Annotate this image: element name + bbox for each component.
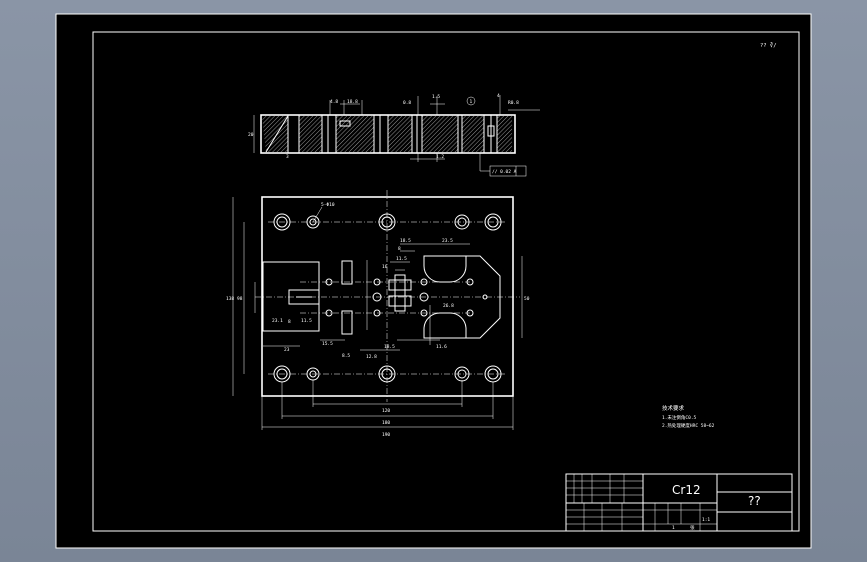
dim-18-5-b: 18.5 bbox=[384, 344, 395, 350]
notes-line-2: 2.热处理硬度HRC 58~62 bbox=[662, 422, 715, 429]
count-label: 张 bbox=[690, 524, 695, 531]
sheet-label: 1 bbox=[672, 525, 675, 531]
dim-98: 98 bbox=[237, 296, 243, 302]
dim-138: 138 bbox=[226, 296, 234, 302]
dim-8-b: 8 bbox=[288, 319, 291, 325]
dim-r0-8: R0.8 bbox=[508, 100, 519, 106]
hole-note: 5-Φ10 bbox=[321, 202, 335, 208]
part-name: ?? bbox=[748, 494, 761, 508]
dim-18-8: 18.8 bbox=[347, 99, 358, 105]
dim-1-5: 1.5 bbox=[432, 94, 440, 100]
dim-120: 120 bbox=[382, 408, 390, 414]
dim-50: 50 bbox=[524, 296, 530, 302]
dim-11-5-b: 11.5 bbox=[301, 318, 312, 324]
balloon-marker bbox=[466, 96, 476, 106]
corner-roughness-mark: ?? ∛/ bbox=[760, 41, 777, 49]
dim-26-8: 26.8 bbox=[443, 303, 454, 309]
dim-15-5: 15.5 bbox=[322, 341, 333, 347]
title-block: Cr12 ?? 1:1 1 张 bbox=[565, 473, 793, 532]
dim-23-5: 23.5 bbox=[442, 238, 453, 244]
dim-8-5: 8.5 bbox=[342, 353, 350, 359]
dim-23-1: 23.1 bbox=[272, 318, 283, 324]
dim-16: 16 bbox=[382, 264, 388, 270]
dim-3: 3 bbox=[286, 154, 289, 160]
scale-label: 1:1 bbox=[702, 517, 710, 523]
drawing-border bbox=[92, 31, 800, 532]
balloon-number: 1 bbox=[470, 99, 473, 105]
plan-view: 5-Φ10 bbox=[226, 190, 530, 438]
dim-190: 190 bbox=[382, 432, 390, 438]
section-view: 4.8 18.8 1.5 R0.8 0.8 4 1 20 1.2 3 // 0.… bbox=[248, 93, 540, 177]
dim-4: 4 bbox=[497, 93, 500, 99]
dim-8-a: 8 bbox=[398, 246, 401, 252]
dim-12-8: 12.8 bbox=[366, 354, 377, 360]
material-label: Cr12 bbox=[672, 483, 701, 497]
dim-0-8: 0.8 bbox=[403, 100, 411, 106]
height-dim: 20 bbox=[248, 132, 254, 138]
dim-180: 180 bbox=[382, 420, 390, 426]
dim-11-6: 11.6 bbox=[436, 344, 447, 350]
notes-line-1: 1.未注倒角C0.5 bbox=[662, 414, 697, 421]
tolerance-text: // 0.02 A bbox=[492, 169, 517, 175]
dim-1-2: 1.2 bbox=[436, 154, 444, 160]
dim-4-8: 4.8 bbox=[330, 99, 338, 105]
notes-heading: 技术要求 bbox=[662, 404, 685, 412]
dim-23: 23 bbox=[284, 347, 290, 353]
dim-11-5-a: 11.5 bbox=[396, 256, 407, 262]
technical-notes: 技术要求 1.未注倒角C0.5 2.热处理硬度HRC 58~62 bbox=[662, 404, 715, 429]
dim-18-5: 18.5 bbox=[400, 238, 411, 244]
